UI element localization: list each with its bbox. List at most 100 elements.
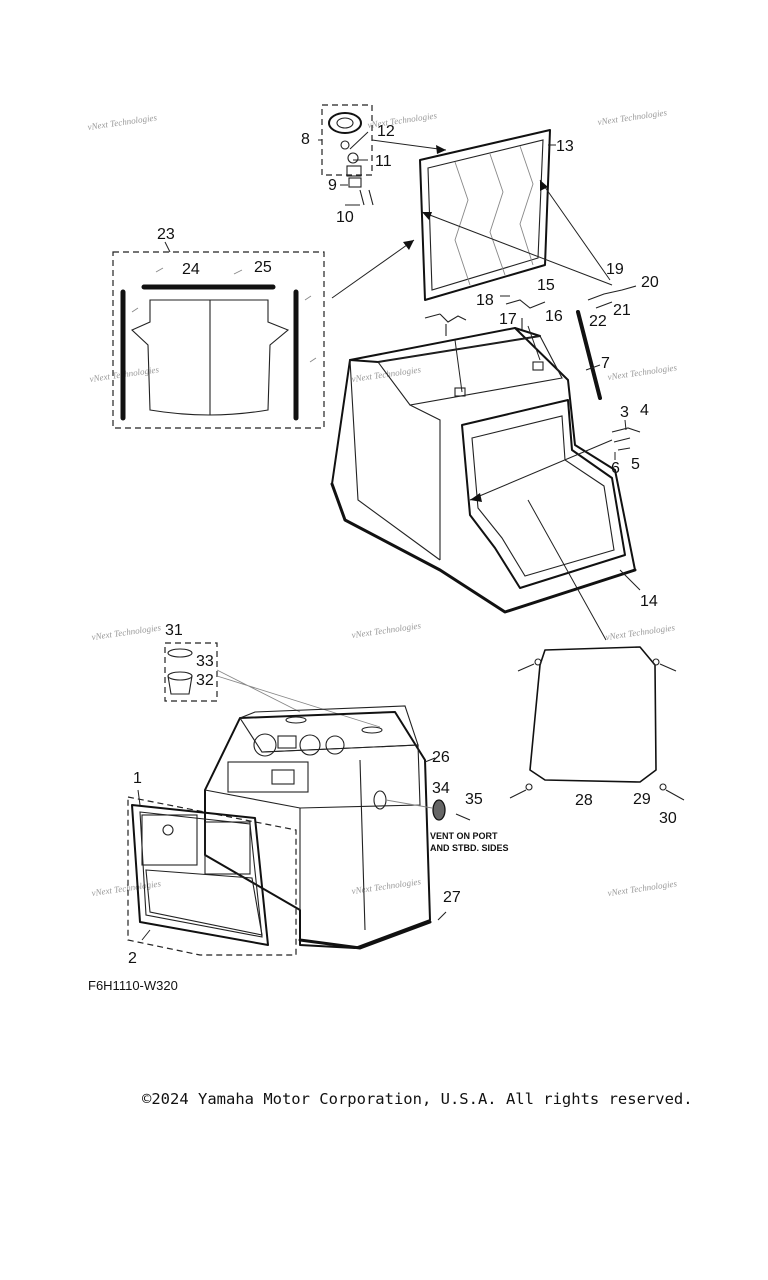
- cover-panel: [131, 299, 290, 416]
- housing-side-crease: [409, 404, 441, 560]
- leader-line: [454, 325, 641, 641]
- arrowhead: [422, 212, 432, 220]
- copyright-notice: ©2024 Yamaha Motor Corporation, U.S.A. A…: [142, 1090, 693, 1108]
- callout-31: 31: [165, 622, 183, 639]
- callout-18: 18: [476, 292, 494, 309]
- callout-numbers: 1 2 3 4 5 6 7 8 9 10 11 12 13 14 15 16 1…: [128, 123, 677, 967]
- callout-30: 30: [659, 810, 677, 827]
- watermark: vNext Technologies: [91, 622, 162, 642]
- callout-14: 14: [640, 593, 658, 610]
- leader-line: [137, 789, 151, 941]
- latch-handle: [328, 112, 362, 134]
- strut-mount: [611, 427, 641, 451]
- callout-16: 16: [545, 308, 563, 325]
- door-panel-right: [204, 821, 251, 875]
- callout-1: 1: [133, 770, 142, 787]
- callout-4: 4: [640, 402, 649, 419]
- latch-washer: [340, 140, 350, 150]
- callout-32: 32: [196, 672, 214, 689]
- console-door-assembly: [127, 789, 297, 956]
- housing-top-rim: [349, 327, 541, 363]
- callout-22: 22: [589, 313, 607, 330]
- nut: [652, 658, 660, 666]
- housing-side-left: [349, 359, 441, 561]
- arrowhead: [436, 145, 446, 154]
- vent-note-line1: VENT ON PORT: [430, 831, 498, 841]
- callout-8: 8: [301, 131, 310, 148]
- console-side: [299, 759, 366, 931]
- latch-group-box: [321, 104, 373, 176]
- gauge: [253, 733, 277, 757]
- hinge-left: [424, 313, 467, 336]
- callout-15: 15: [537, 277, 555, 294]
- housing-top-face: [377, 335, 563, 406]
- vent-cover: [432, 799, 446, 821]
- watermark: vNext Technologies: [91, 878, 162, 898]
- windshield-inner: [427, 139, 544, 291]
- door-frame-inner: [139, 811, 263, 938]
- leader-line: [318, 131, 447, 206]
- watermark: vNext Technologies: [605, 622, 676, 642]
- door-frame: [131, 804, 269, 946]
- windshield-fold: [454, 161, 471, 286]
- cover-group-box: [112, 251, 325, 429]
- cup-leader: [216, 669, 381, 728]
- housing-base: [330, 482, 637, 614]
- callout-7: 7: [601, 355, 610, 372]
- cup-socket: [361, 726, 383, 734]
- watermark: vNext Technologies: [351, 876, 422, 896]
- arrowhead: [470, 493, 482, 502]
- leader-line: [164, 239, 415, 299]
- cup-holder-assembly: [164, 642, 381, 728]
- watermark: vNext Technologies: [597, 107, 668, 127]
- arrowhead: [403, 240, 414, 250]
- strut-bracket: [587, 285, 637, 309]
- callout-9: 9: [328, 177, 337, 194]
- housing-opening-inner: [471, 415, 615, 577]
- callout-20: 20: [641, 274, 659, 291]
- console-dash-top: [239, 705, 419, 753]
- gauge-display: [277, 735, 297, 749]
- arrowheads: [403, 145, 548, 502]
- callout-26: 26: [432, 749, 450, 766]
- callout-5: 5: [631, 456, 640, 473]
- gas-strut: [576, 310, 602, 400]
- latch-washer: [347, 152, 359, 164]
- callout-11: 11: [375, 153, 392, 170]
- latch-body: [346, 165, 362, 177]
- vent-screw: [455, 813, 471, 821]
- hardware-cluster: [424, 285, 641, 460]
- console-dash-face: [204, 744, 421, 809]
- callout-24: 24: [182, 261, 200, 278]
- housing-tab: [454, 387, 466, 397]
- windshield-fold: [489, 153, 506, 276]
- callout-35: 35: [465, 791, 483, 808]
- leader-line: [424, 757, 436, 763]
- screw: [509, 663, 685, 801]
- vent-note-line2: AND STBD. SIDES: [430, 843, 509, 853]
- latch-bolt: [359, 189, 374, 206]
- callout-12: 12: [377, 123, 395, 140]
- cover-clip: [131, 267, 317, 363]
- callout-13: 13: [556, 138, 574, 155]
- arrowhead: [540, 180, 548, 191]
- cover-assembly: [112, 239, 415, 429]
- nut: [659, 783, 667, 791]
- callout-2: 2: [128, 950, 137, 967]
- vent-leader: [385, 799, 433, 809]
- cup-rim: [167, 671, 193, 681]
- gauge: [325, 735, 345, 755]
- windshield-panel: [419, 129, 613, 301]
- watermark: vNext Technologies: [607, 878, 678, 898]
- callout-10: 10: [336, 209, 354, 226]
- latch-handle-inner: [336, 117, 354, 129]
- windshield-fold: [519, 145, 534, 266]
- watermark: vNext Technologies: [87, 112, 158, 132]
- door-panel-left: [141, 814, 198, 866]
- cup-body: [167, 675, 193, 695]
- upper-housing: [330, 325, 641, 641]
- callout-6: 6: [611, 460, 620, 477]
- nut: [534, 658, 542, 666]
